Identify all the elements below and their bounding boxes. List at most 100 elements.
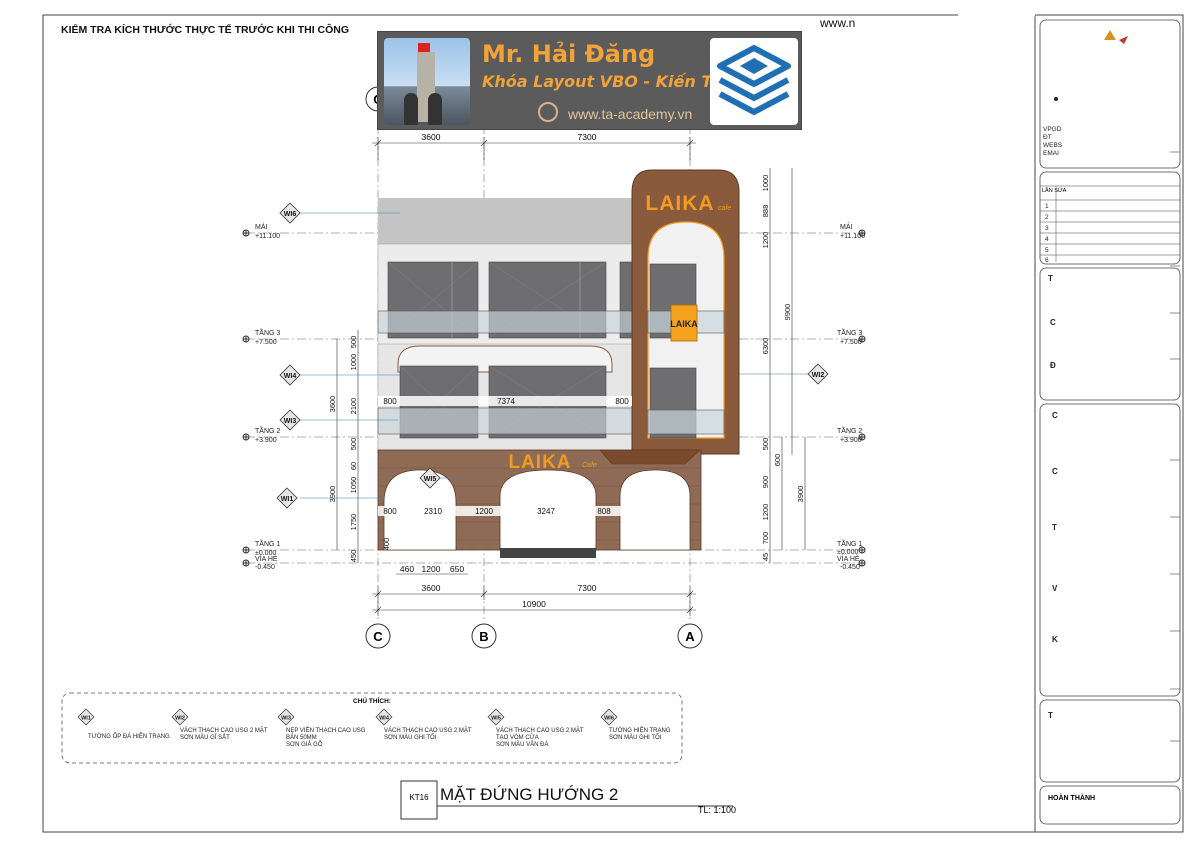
rev-1: 1 [1045,203,1049,210]
level-t2-label: TẦNG 2 [255,425,280,435]
legend-desc-line: VÁCH THẠCH CAO USG 2 MẶT [496,727,584,734]
level-mai-label: MÁI [255,222,268,231]
rd-6300: 6300 [761,338,770,355]
level-mai-value: +11.100 [255,233,280,240]
f1-dim-4: 3247 [537,507,555,516]
level-t3-label: TẦNG 3 [255,327,280,337]
level-via-value: -0.450 [255,564,275,571]
legend-tag-shape [77,708,95,726]
legend-desc-line: TẠO VÒM CỬA [496,734,539,741]
drawing-code: KT16 [409,793,429,802]
legend-tag: WI5 [491,716,501,722]
level-t2-label-right: TẦNG 2 [837,425,862,435]
level-via-value-right: -0.450 [840,564,860,571]
ld-3600: 3600 [328,396,337,413]
tag-leaders [300,212,808,499]
left-dim-labels: 500 1000 2100 500 60 1050 1750 400 450 3… [328,336,391,563]
ld-2100: 2100 [349,398,358,415]
flag-icon [418,43,430,52]
tower-sign-sub: cafe [718,205,731,212]
floor2-dim-strip: 800 7374 800 [378,396,632,406]
floor1-dim-strip: 800 2310 1200 3247 808 [378,506,632,516]
panel-bottom-label: HOÀN THÀNH [1048,793,1095,802]
level-t1-value: ±0.000 [255,550,276,557]
ld-1000: 1000 [349,354,358,371]
bd-7300: 7300 [578,583,597,593]
box-sign-text: LAIKA [670,319,698,329]
globe-icon [538,102,558,122]
panel-letter-6: T [1052,523,1057,532]
f2-dim-2: 7374 [497,397,515,406]
rev-4: 4 [1045,236,1049,243]
top-dimensions [372,137,696,160]
ld-500b: 500 [349,438,358,451]
f2-dim-3: 800 [615,397,629,406]
ld-1750: 1750 [349,514,358,531]
drawing-code-box [400,780,438,820]
material-tags: WI6 WI4 WI3 WI1 WI2 WI5 [276,202,829,509]
right-dim-labels: 1000 888 1200 500 900 1200 700 45 9900 6… [761,175,805,562]
rev-5: 5 [1045,247,1049,254]
level-t1-label-right: TẦNG 1 [837,538,862,548]
ground-arch-3 [619,469,691,551]
ground-sign-sub: Cafe [582,462,597,469]
legend-desc-line: VÁCH THẠCH CAO USG 2 MẶT [384,727,472,734]
tag-wi3-shape [279,409,301,431]
ld-400: 400 [382,538,391,551]
right-dim-chain [769,168,806,563]
panel-letter-5: C [1052,467,1058,476]
legend-desc-line: SƠN MÀU GHI TỐI [384,734,437,741]
legend-tag-shape [277,708,295,726]
rd-9900: 9900 [783,304,792,321]
course-title: Khóa Layout VBO - Kiến Trúc [482,72,740,91]
legend-desc-line: SƠN MÀU GỈ SẮT [180,733,230,741]
level-t3-label-right: TẦNG 3 [837,327,862,337]
level-t2-value: +3.900 [255,437,277,444]
info-line-1: VPGD [1043,126,1062,133]
f1-dim-2: 2310 [424,507,442,516]
rev-6: 6 [1045,257,1049,264]
legend-desc-line: SƠN MÀU VÂN ĐÁ [496,741,549,748]
legend-desc-line: VÁCH THẠCH CAO USG 2 MẶT [180,727,268,734]
tower-sign-text: LAIKA [645,192,714,215]
tag-wi2: WI2 [812,372,825,379]
level-t1-value-right: ±0.000 [837,549,858,556]
left-dim-chain [336,330,359,563]
rd-888: 888 [761,205,770,218]
panel-letter-8: K [1052,635,1058,644]
top-dim-7300: 7300 [578,132,597,142]
rd-1200: 1200 [761,232,770,249]
rd-900: 900 [761,476,770,489]
tag-wi1: WI1 [281,496,294,503]
level-t3-value: +7.500 [255,339,277,346]
panel-letter-1: T [1048,274,1053,283]
website-link[interactable]: www.ta-academy.vn [568,106,693,122]
tag-wi2-shape [807,363,829,385]
legend-title: CHÚ THÍCH: [353,696,391,705]
course-banner: Mr. Hải Đăng Khóa Layout VBO - Kiến Trúc… [377,31,802,130]
person-figure [428,93,442,125]
floor2-arch-band [397,345,613,373]
rev-2: 2 [1045,214,1049,221]
level-markers-right: MÁI +11.100 TẦNG 3 +7.500 TẦNG 2 +3.900 … [837,222,866,571]
legend-desc-line: TƯỜNG HIỆN TRẠNG [609,726,671,734]
bottom-dimensions [372,573,696,616]
f1-dim-5: 808 [597,507,611,516]
rd-1000: 1000 [761,175,770,192]
legend-tag: WI2 [175,716,185,722]
roof-parapet [378,198,632,244]
instructor-photo [384,38,470,125]
panel-letter-4: C [1052,411,1058,420]
side-title-panel: VPGD ĐT WEBS EMAI LẦN SỬA 1 2 3 4 5 6 T … [1039,19,1181,825]
legend-tag-shape [487,708,505,726]
drawing-scale: TL: 1:100 [698,805,736,815]
panel-letter-2: C [1050,318,1056,327]
rev-header: LẦN SỬA [1042,187,1067,194]
